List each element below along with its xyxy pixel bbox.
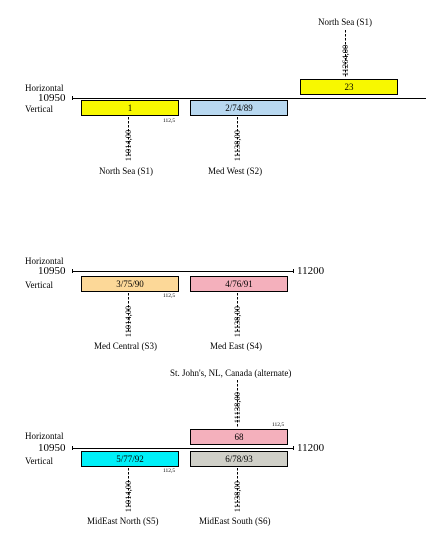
station-label-1: North Sea (S1): [99, 166, 153, 176]
horizontal-label: Horizontal: [25, 83, 64, 93]
beam-box-2-74-89: 2/74/89: [190, 100, 288, 116]
frequency-value-1: 11014,00: [122, 305, 133, 338]
bandwidth-label: 112,5: [163, 293, 176, 299]
left-frequency: 10950: [38, 442, 66, 454]
beam-box-6-78-93: 6/78/93: [190, 451, 288, 467]
top-station-label: St. John's, NL, Canada (alternate): [170, 368, 292, 378]
axis-tick: [293, 446, 294, 450]
right-frequency: 11200: [297, 442, 325, 454]
frequency-value-2: 11138,00: [231, 481, 242, 513]
beam-box-68: 68: [190, 429, 288, 445]
axis-tick: [72, 446, 73, 450]
polarization-axis: [72, 98, 426, 99]
frequency-value-2: 11138,00: [231, 130, 242, 162]
frequency-value-1: 11014,00: [122, 129, 133, 162]
horizontal-label: Horizontal: [25, 431, 64, 441]
left-frequency: 10950: [38, 92, 66, 104]
top-feed-line: [237, 380, 238, 428]
beam-box-1: 1: [81, 100, 179, 116]
bandwidth-label: 112,5: [272, 422, 285, 428]
station-label-1: MidEast North (S5): [87, 516, 159, 526]
feed-line-2: [237, 293, 238, 333]
bandwidth-label: 112,5: [163, 118, 176, 124]
frequency-value-1: 11014,00: [122, 480, 133, 513]
station-label-1: Med Central (S3): [94, 341, 157, 351]
feed-line-2: [237, 468, 238, 508]
bandwidth-label: 112,5: [163, 468, 176, 474]
beam-box-5-77-92: 5/77/92: [81, 451, 179, 467]
beam-box-3-75-90: 3/75/90: [81, 276, 179, 292]
beam-box-4-76-91: 4/76/91: [190, 276, 288, 292]
feed-line-1: [128, 468, 129, 508]
beam-box-23: 23: [300, 79, 398, 95]
axis-tick: [72, 96, 73, 100]
station-label-2: Med East (S4): [210, 341, 262, 351]
axis-tick: [293, 269, 294, 273]
feed-line-2: [237, 117, 238, 157]
vertical-label: Vertical: [25, 280, 53, 290]
vertical-label: Vertical: [25, 104, 53, 114]
left-frequency: 10950: [38, 265, 66, 277]
horizontal-label: Horizontal: [25, 256, 64, 266]
feed-line-1: [128, 117, 129, 157]
top-feed-line: [345, 30, 346, 78]
right-frequency: 11200: [297, 265, 325, 277]
frequency-value-2: 11138,00: [231, 306, 242, 338]
polarization-axis: [72, 271, 294, 272]
vertical-label: Vertical: [25, 456, 53, 466]
feed-line-1: [128, 293, 129, 333]
axis-tick: [72, 269, 73, 273]
station-label-2: MidEast South (S6): [199, 516, 271, 526]
station-label-2: Med West (S2): [208, 166, 263, 176]
top-station-label: North Sea (S1): [318, 17, 372, 27]
polarization-axis: [72, 448, 294, 449]
